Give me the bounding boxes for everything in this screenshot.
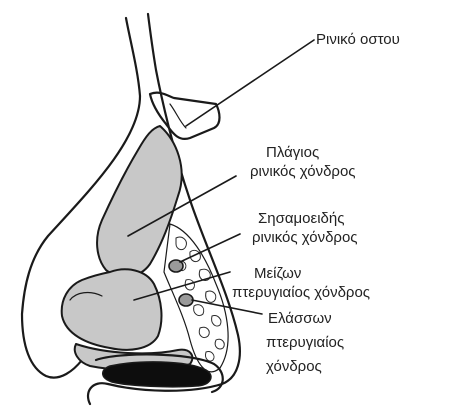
label-lateral-cartilage-line2: ρινικός χόνδρος xyxy=(250,163,356,180)
label-lateral-cartilage-line1: Πλάγιος xyxy=(266,144,319,161)
minor-alar-cartilage xyxy=(179,294,193,306)
label-nasal-bone: Ρινικό οστου xyxy=(316,31,400,48)
leader-nasal-bone xyxy=(186,40,314,126)
lateral-nasal-cartilage xyxy=(97,126,182,277)
major-alar-cartilage xyxy=(62,269,162,350)
label-major-alar-line2: πτερυγιαίος χόνδρος xyxy=(232,284,370,301)
label-sesamoid-line2: ρινικός χόνδρος xyxy=(252,229,358,246)
label-minor-alar-line2: πτερυγιαίος xyxy=(266,334,344,351)
label-major-alar-line1: Μείζων xyxy=(254,265,301,282)
label-sesamoid-line1: Σησαμοειδής xyxy=(258,210,344,227)
label-minor-alar-line1: Ελάσσων xyxy=(268,310,332,327)
nostril xyxy=(103,362,211,387)
nasal-bone-inner-line xyxy=(170,104,186,128)
leader-sesamoid xyxy=(180,234,240,262)
fibrofatty-tissue xyxy=(164,224,228,372)
label-minor-alar-line3: χόνδρος xyxy=(266,358,322,375)
